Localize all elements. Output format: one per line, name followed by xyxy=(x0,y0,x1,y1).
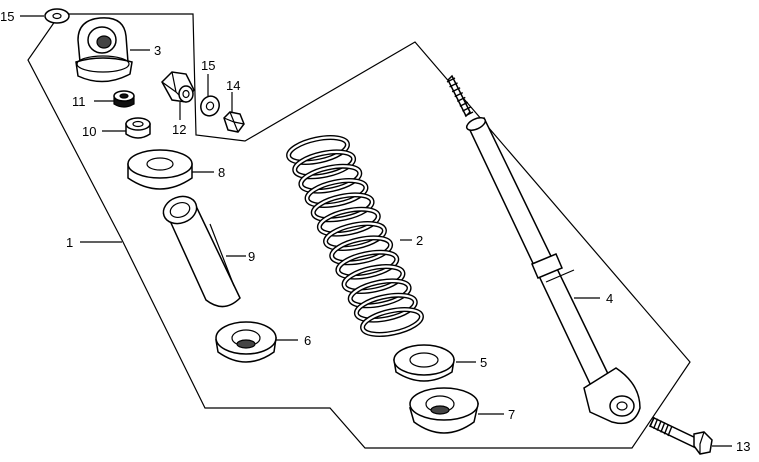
cup-part-6 xyxy=(215,321,277,363)
callout-2: 2 xyxy=(416,233,423,248)
thread-line xyxy=(451,87,461,93)
callout-7: 7 xyxy=(508,407,515,422)
tube-part-9 xyxy=(162,195,241,308)
washer-part-5 xyxy=(393,344,455,382)
spring-coil-highlight xyxy=(336,251,398,279)
thread-line xyxy=(660,422,666,433)
callout-14: 14 xyxy=(226,78,240,93)
callout-11: 11 xyxy=(72,94,86,109)
spring-coil-highlight xyxy=(299,165,361,193)
spring-coil-highlight xyxy=(342,265,405,293)
collar-part-10 xyxy=(125,117,151,139)
callout-5: 5 xyxy=(480,355,487,370)
spring-coil-highlight xyxy=(349,279,411,307)
spring-coil-highlight xyxy=(293,150,355,178)
washer-part-15-right xyxy=(200,95,220,117)
callout-4: 4 xyxy=(606,291,613,306)
thread-line xyxy=(667,425,673,437)
thread-line xyxy=(459,101,469,107)
spring-seat-part-8 xyxy=(127,149,193,190)
callout-9: 9 xyxy=(248,249,255,264)
thread-line xyxy=(652,418,659,430)
cap-nut-part-14 xyxy=(223,111,245,133)
thread-line xyxy=(456,96,466,103)
spring-coil-highlight xyxy=(355,294,417,322)
thread-line xyxy=(656,420,662,431)
callout-15-left: 15 xyxy=(0,9,14,24)
thread-line xyxy=(449,82,458,88)
callout-3: 3 xyxy=(154,43,161,58)
thread-line xyxy=(649,416,655,428)
callout-6: 6 xyxy=(304,333,311,348)
spring-coil-highlight xyxy=(287,136,349,164)
washer-part-15-left xyxy=(44,8,70,24)
thread-line xyxy=(464,111,474,117)
callout-15-right: 15 xyxy=(201,58,215,73)
adjuster-part-12 xyxy=(161,71,195,103)
upper-mount-part-3 xyxy=(75,17,133,83)
rod-threads xyxy=(446,77,474,117)
thread-line xyxy=(454,91,464,98)
assembly-boundary-outline xyxy=(27,13,691,449)
spring-coil-highlight xyxy=(330,236,392,264)
spring-coil-highlight xyxy=(361,308,423,336)
bolt-part-13 xyxy=(648,416,713,455)
callout-12: 12 xyxy=(172,122,186,137)
coil-spring-part-2 xyxy=(286,135,424,337)
callout-10: 10 xyxy=(82,124,96,139)
spring-coil-highlight xyxy=(324,222,386,250)
callout-13: 13 xyxy=(736,439,750,454)
thread-line xyxy=(462,106,471,112)
leader-lines xyxy=(20,15,732,447)
spring-coil-highlight xyxy=(312,193,374,221)
callout-labels: 15 3 15 14 11 10 12 8 1 9 6 2 5 7 4 13 xyxy=(0,9,750,454)
bolt-threads xyxy=(649,416,673,437)
damper-part-4 xyxy=(446,74,641,425)
bush-part-11 xyxy=(113,90,135,108)
callout-8: 8 xyxy=(218,165,225,180)
spring-seat-part-7 xyxy=(409,387,479,434)
spring-coil-highlight xyxy=(318,208,380,236)
thread-line xyxy=(663,423,670,435)
spring-coil-highlight xyxy=(305,179,368,207)
thread-line xyxy=(446,77,456,83)
callout-1: 1 xyxy=(66,235,73,250)
